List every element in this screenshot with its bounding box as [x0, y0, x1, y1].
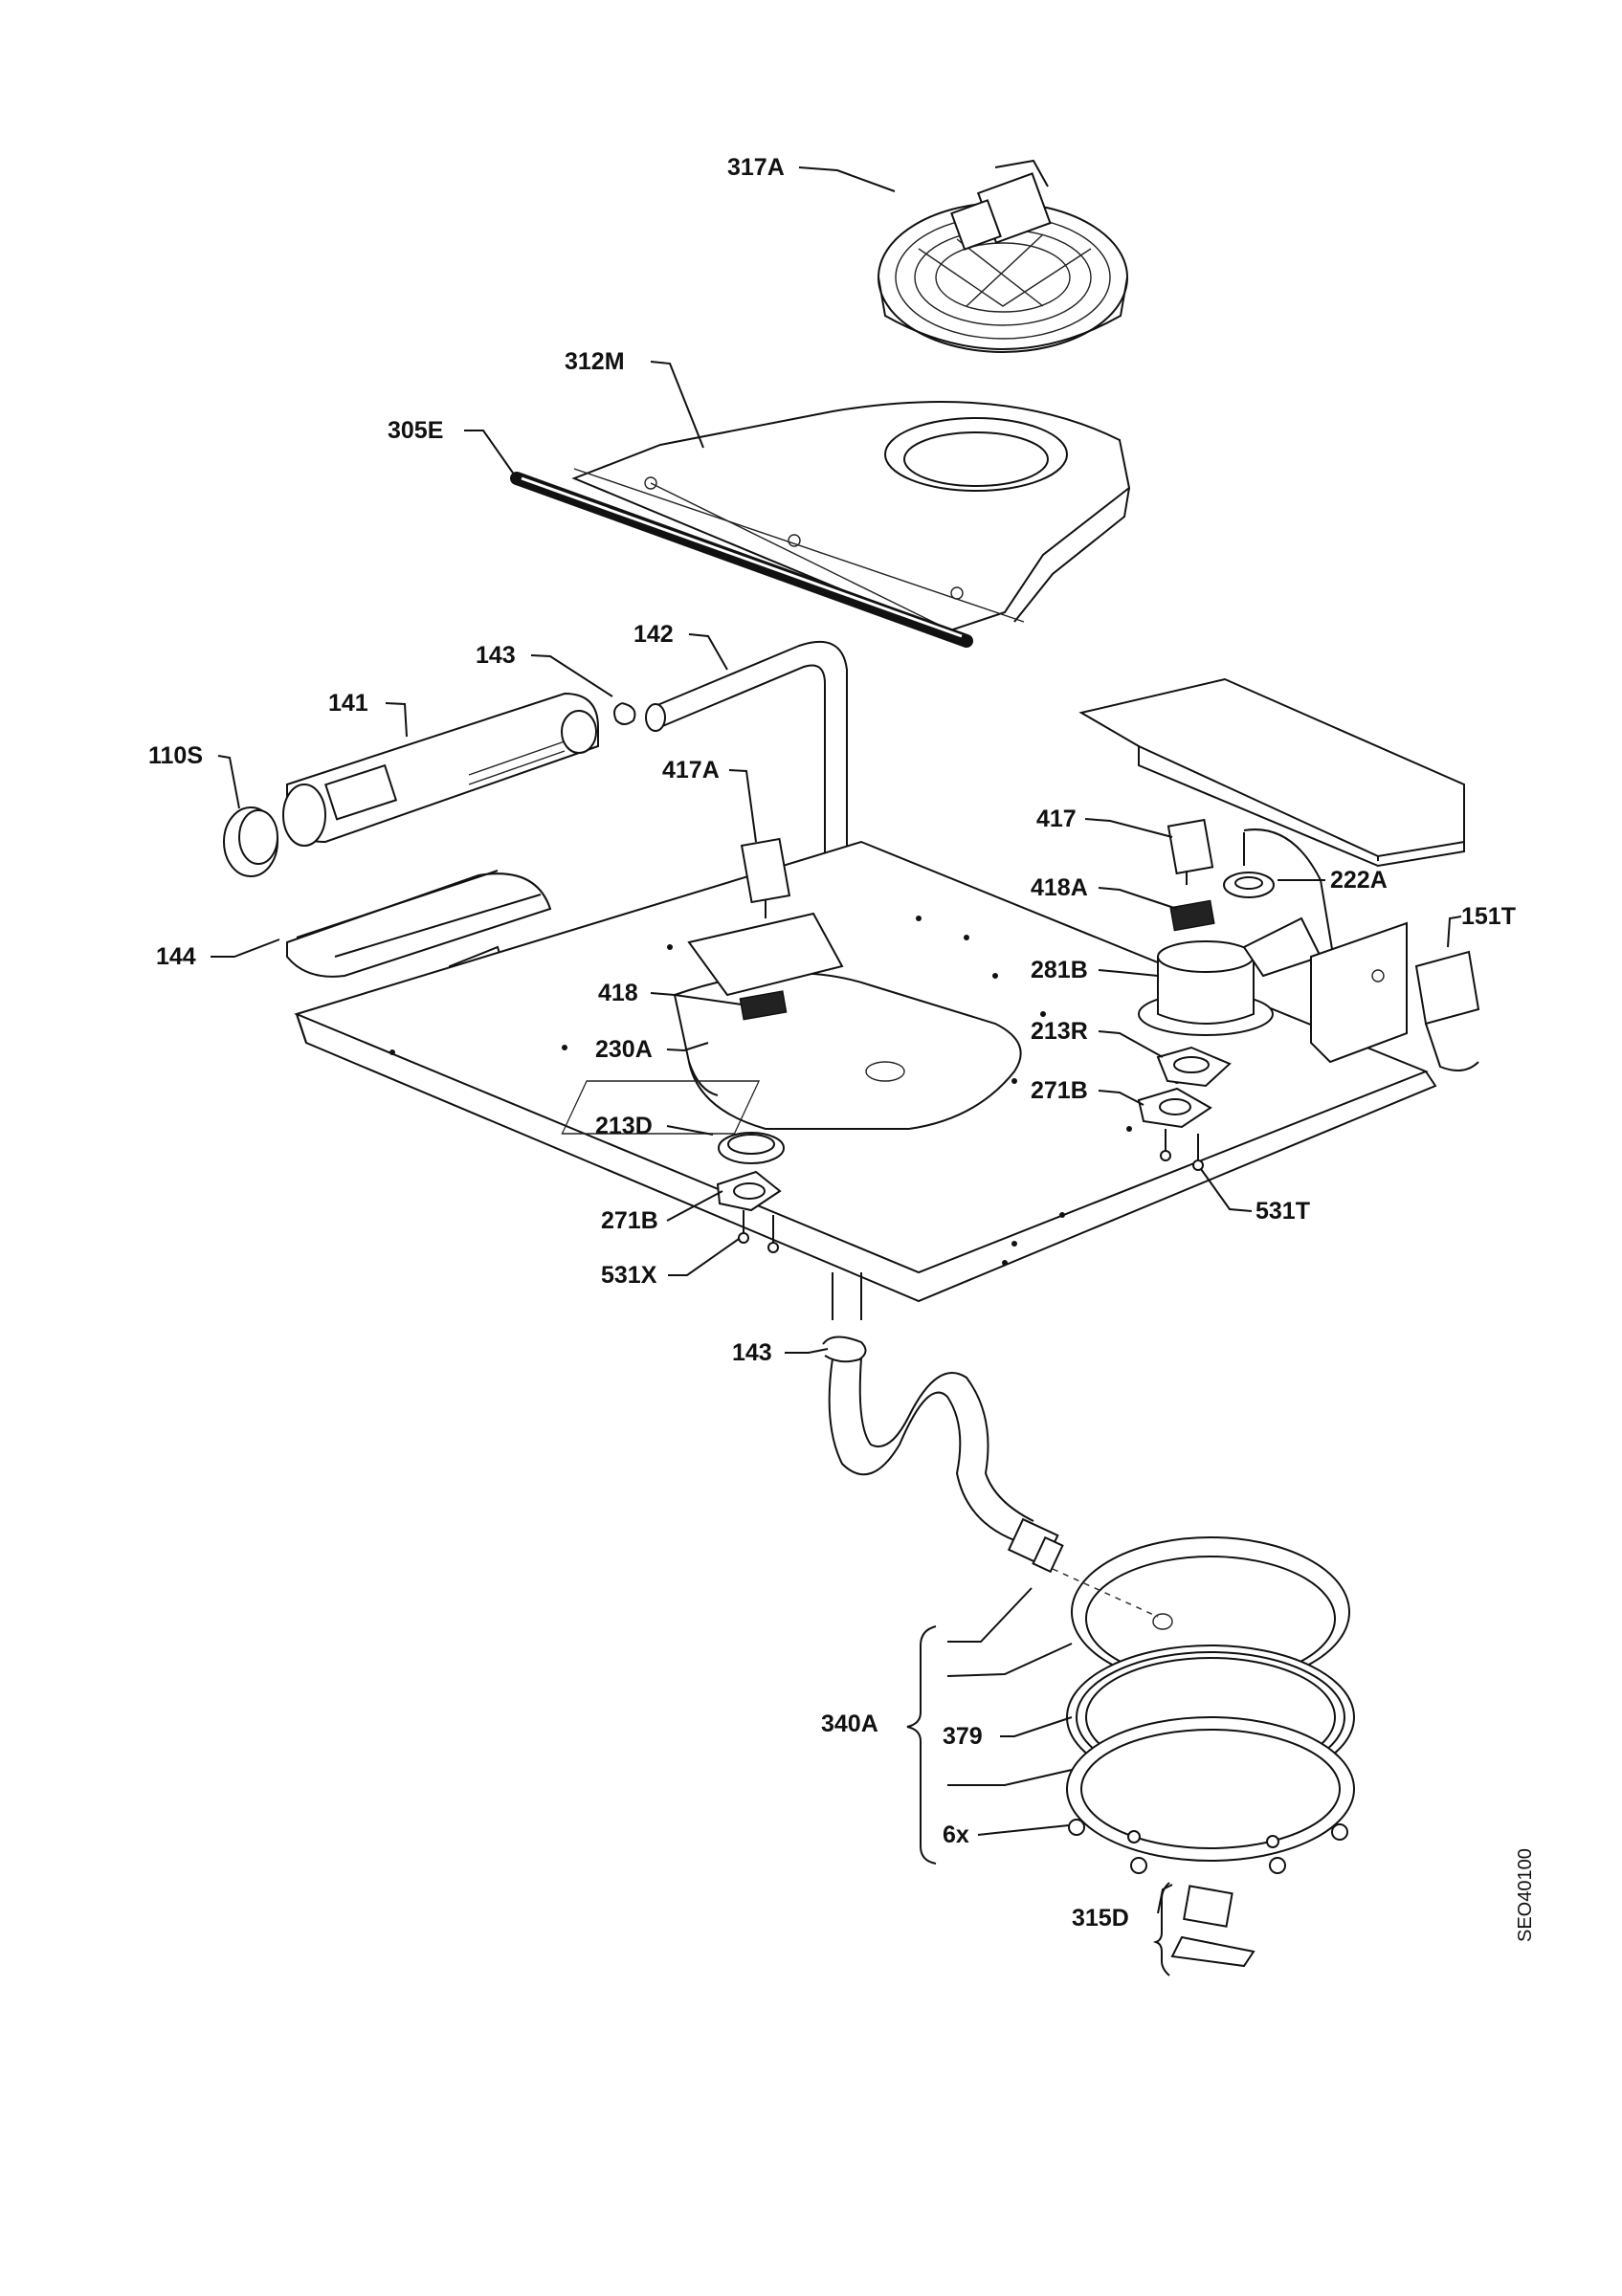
callout-317A: 317A — [727, 154, 785, 181]
callout-143-bottom: 143 — [732, 1339, 772, 1366]
callout-230A: 230A — [595, 1036, 653, 1063]
callout-151T: 151T — [1461, 903, 1516, 930]
fan-cover-icon — [571, 401, 1131, 633]
callout-6x: 6x — [943, 1821, 969, 1848]
callout-144: 144 — [156, 943, 196, 970]
screws-531x-icon — [738, 1210, 779, 1253]
callout-417: 417 — [1036, 806, 1077, 832]
callout-222A: 222A — [1330, 867, 1388, 894]
part-418a-icon — [1169, 899, 1215, 932]
seal-213d-icon — [718, 1132, 785, 1164]
callout-418A: 418A — [1031, 874, 1088, 901]
hose-icon — [822, 1272, 1064, 1574]
gasket-271b-right-icon — [1137, 1087, 1212, 1129]
heater-ring-icon — [1052, 1536, 1355, 1862]
callout-315D: 315D — [1072, 1905, 1129, 1932]
nut-222a-icon — [1223, 832, 1275, 898]
cap-icon — [223, 806, 278, 877]
callout-141: 141 — [328, 690, 368, 717]
mounting-outline — [561, 1080, 761, 1135]
callout-305E: 305E — [388, 417, 444, 444]
thermostat-151t-icon — [1310, 921, 1480, 1071]
callout-418: 418 — [598, 980, 638, 1006]
callout-312M: 312M — [565, 348, 625, 375]
air-tube-icon — [645, 641, 848, 909]
switch-417a-icon — [740, 837, 791, 918]
gasket-271b-left-icon — [716, 1170, 782, 1212]
callout-213R: 213R — [1031, 1018, 1088, 1045]
sensor-315d-icon — [1170, 1885, 1255, 1968]
drain-pan-icon — [673, 912, 1022, 1130]
leader-lines — [211, 166, 1462, 1976]
callout-281B: 281B — [1031, 957, 1088, 983]
callout-417A: 417A — [662, 757, 720, 784]
callout-531T: 531T — [1255, 1198, 1310, 1225]
pillar-281b-icon — [1138, 916, 1322, 1036]
tube-icon — [282, 692, 599, 847]
seal-strip-icon — [510, 468, 1025, 648]
callout-143-top: 143 — [476, 642, 516, 669]
seal-213r-icon — [1156, 1046, 1232, 1088]
callout-142: 142 — [633, 621, 674, 648]
screws-531t-icon — [1160, 1129, 1204, 1171]
switch-417-icon — [1167, 818, 1341, 996]
fan-motor-icon — [878, 159, 1128, 353]
callout-379: 379 — [943, 1723, 983, 1750]
callout-213D: 213D — [595, 1113, 653, 1139]
callout-340A: 340A — [821, 1711, 878, 1737]
nuts-6x-icon — [1068, 1819, 1348, 1874]
drawing-code: SEO40100 — [1515, 1848, 1536, 1942]
callout-531X: 531X — [601, 1262, 657, 1289]
callout-271B-left: 271B — [601, 1207, 658, 1234]
hose-clip-icon — [613, 702, 636, 725]
callout-271B-right: 271B — [1031, 1077, 1088, 1104]
callout-110S: 110S — [148, 742, 204, 769]
